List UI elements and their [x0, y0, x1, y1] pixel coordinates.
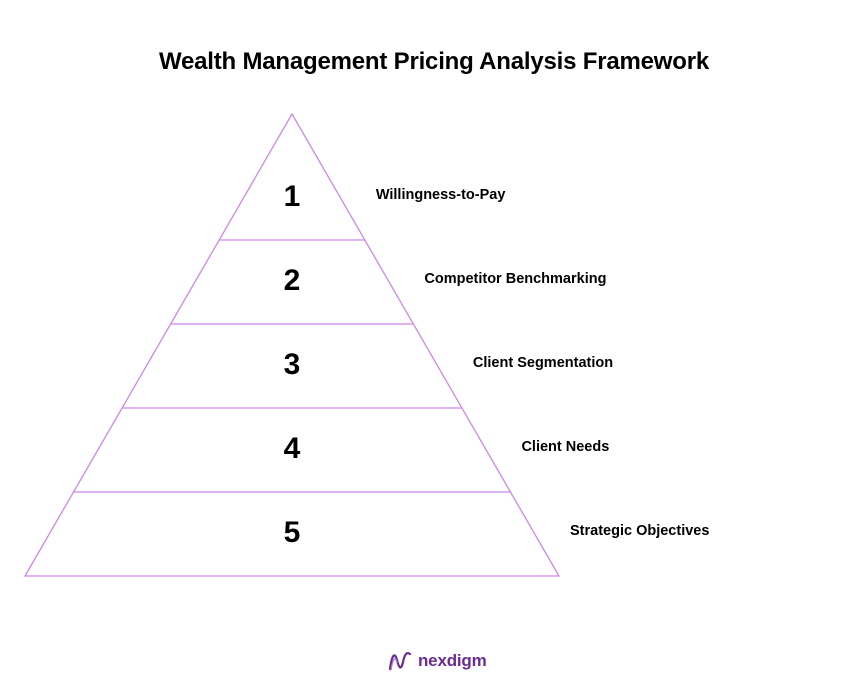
level-label-1: Willingness-to-Pay [376, 187, 506, 203]
nexdigm-logo-icon [388, 652, 412, 671]
level-label-5: Strategic Objectives [570, 523, 709, 539]
pyramid-outline [23, 112, 561, 577]
level-number-3: 3 [284, 348, 301, 381]
level-number-1: 1 [284, 180, 301, 213]
brand-logo: nexdigm [388, 648, 487, 674]
page-title: Wealth Management Pricing Analysis Frame… [158, 48, 710, 75]
level-number-4: 4 [284, 432, 301, 465]
level-label-3: Client Segmentation [473, 355, 613, 371]
level-label-2: Competitor Benchmarking [424, 271, 606, 287]
level-number-2: 2 [284, 264, 301, 297]
brand-name: nexdigm [418, 651, 487, 670]
level-label-4: Client Needs [521, 439, 609, 455]
level-number-5: 5 [284, 516, 301, 549]
